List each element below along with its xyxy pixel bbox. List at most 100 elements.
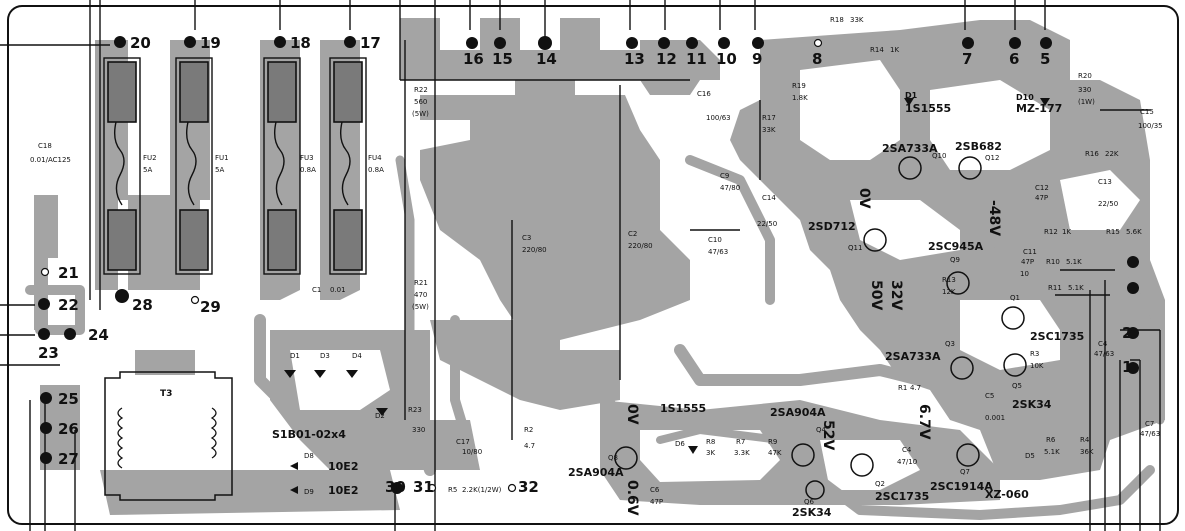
c4-ref: C4 (1098, 340, 1108, 348)
terminal-16: 16 (463, 50, 484, 68)
r18-value: 33K (850, 16, 864, 24)
label-q11: Q11 (848, 244, 862, 252)
terminal-24: 24 (88, 326, 109, 344)
fuse-fu2 (103, 57, 141, 275)
terminal-25: 25 (58, 390, 79, 408)
d7-ref: D1 (905, 91, 918, 100)
r7-value: 3.3K (734, 449, 750, 457)
c6-ref: C6 (650, 486, 660, 494)
fu2-ref: FU2 (143, 154, 157, 162)
fu1-rating: 5A (215, 166, 224, 174)
terminal-28: 28 (132, 296, 153, 314)
c18-value: 0.01/AC125 (30, 156, 71, 164)
r20-note: (1W) (1078, 98, 1095, 106)
q9-value: 2SC945A (928, 240, 984, 253)
c14-ref: C14 (762, 194, 776, 202)
r5-value: 2.2K(1/2W) (462, 486, 502, 494)
label-d9: D9 (304, 488, 314, 496)
c2-value: 220/80 (628, 242, 653, 250)
fuse-fu3 (263, 57, 301, 275)
label-d5: D5 (1025, 452, 1035, 460)
terminal-5: 5 (1040, 50, 1050, 68)
r10-ref: R10 (1046, 258, 1060, 266)
q3-body (950, 356, 974, 380)
r12-ref: R12 (1044, 228, 1058, 236)
c4b-value: 47/10 (897, 458, 917, 466)
r18-ref: R18 (830, 16, 844, 24)
q6-value: 2SK34 (792, 506, 832, 519)
rail-6-7v: 6.7V (916, 404, 932, 440)
r20-value: 330 (1078, 86, 1091, 94)
r15-ref: R15 (1106, 228, 1120, 236)
r13-ref: R13 (942, 276, 956, 284)
terminal-11: 11 (686, 50, 707, 68)
r21-value: 470 (414, 291, 427, 299)
terminal-18: 18 (290, 34, 311, 52)
terminal-27: 27 (58, 450, 79, 468)
terminal-31: 31 (413, 478, 434, 496)
c15-ref: C15 (1140, 108, 1154, 116)
c5-ref: C5 (985, 392, 994, 400)
c12-ref: C12 (1035, 184, 1049, 192)
terminal-26: 26 (58, 420, 79, 438)
c4-value: 47/63 (1094, 350, 1114, 358)
terminal-30: 30 (385, 478, 406, 496)
trace-layer (25, 145, 1165, 520)
q3-value: 2SA733A (885, 350, 941, 363)
q1-value: 2SC1735 (1030, 330, 1084, 343)
c17-ref: C17 (456, 438, 470, 446)
c7-ref: C7 (1145, 420, 1154, 428)
label-d2: D2 (375, 412, 385, 420)
terminal-13: 13 (624, 50, 645, 68)
r9-value: 47K (768, 449, 782, 457)
label-d6: D6 (675, 440, 685, 448)
r22-note: (5W) (412, 110, 429, 118)
fu4-ref: FU4 (368, 154, 382, 162)
fu3-rating: 0.8A (300, 166, 316, 174)
fuse-group (103, 57, 367, 275)
c2-ref: C2 (628, 230, 637, 238)
r7-ref: R7 (736, 438, 745, 446)
label-d1: D1 (290, 352, 300, 360)
fu3-ref: FU3 (300, 154, 314, 162)
c1-ref: C1 (312, 286, 321, 294)
r6-value: 5.1K (1044, 448, 1060, 456)
lead-wires (0, 0, 1161, 531)
c10-ref: C10 (708, 236, 722, 244)
c11-ref: C11 (1023, 248, 1037, 256)
d8-value: 10E2 (328, 460, 358, 473)
label-q1: Q1 (1010, 294, 1020, 302)
r4-value: 36K (1080, 448, 1094, 456)
r16-value: 22K (1105, 150, 1119, 158)
rail-0-6v: 0.6V (624, 480, 640, 516)
d10-ref: D10 (1016, 93, 1034, 102)
fuse-labels: FU2 5A FU1 5A FU3 0.8A FU4 0.8A (143, 154, 384, 174)
terminal-17: 17 (360, 34, 381, 52)
c9-ref: C9 (720, 172, 729, 180)
q1-body (1001, 306, 1025, 330)
rail-32v: 32V (888, 280, 904, 310)
label-q5: Q5 (1012, 382, 1022, 390)
board-id: XZ-060 (985, 488, 1029, 501)
terminal-32: 32 (518, 478, 539, 496)
c11-value: 47P (1021, 258, 1034, 266)
c6-value: 47P (650, 498, 663, 506)
q2-value: 2SC1735 (875, 490, 929, 503)
q12-value: 2SB682 (955, 140, 1002, 153)
r19-ref: R19 (792, 82, 806, 90)
c5-value: 0.001 (985, 414, 1005, 422)
diode-symbols (284, 98, 1050, 494)
label-q4: Q4 (816, 426, 827, 434)
transistor-bodies (614, 156, 1027, 500)
pads (38, 36, 1139, 494)
r11-ref: R11 (1048, 284, 1062, 292)
c3-value: 220/80 (522, 246, 547, 254)
label-q7: Q7 (960, 468, 970, 476)
terminal-19: 19 (200, 34, 221, 52)
r2-value: 4.7 (524, 442, 535, 450)
terminal-6: 6 (1009, 50, 1019, 68)
r21-ref: R21 (414, 279, 428, 287)
label-d3: D3 (320, 352, 330, 360)
d9-value: 10E2 (328, 484, 358, 497)
